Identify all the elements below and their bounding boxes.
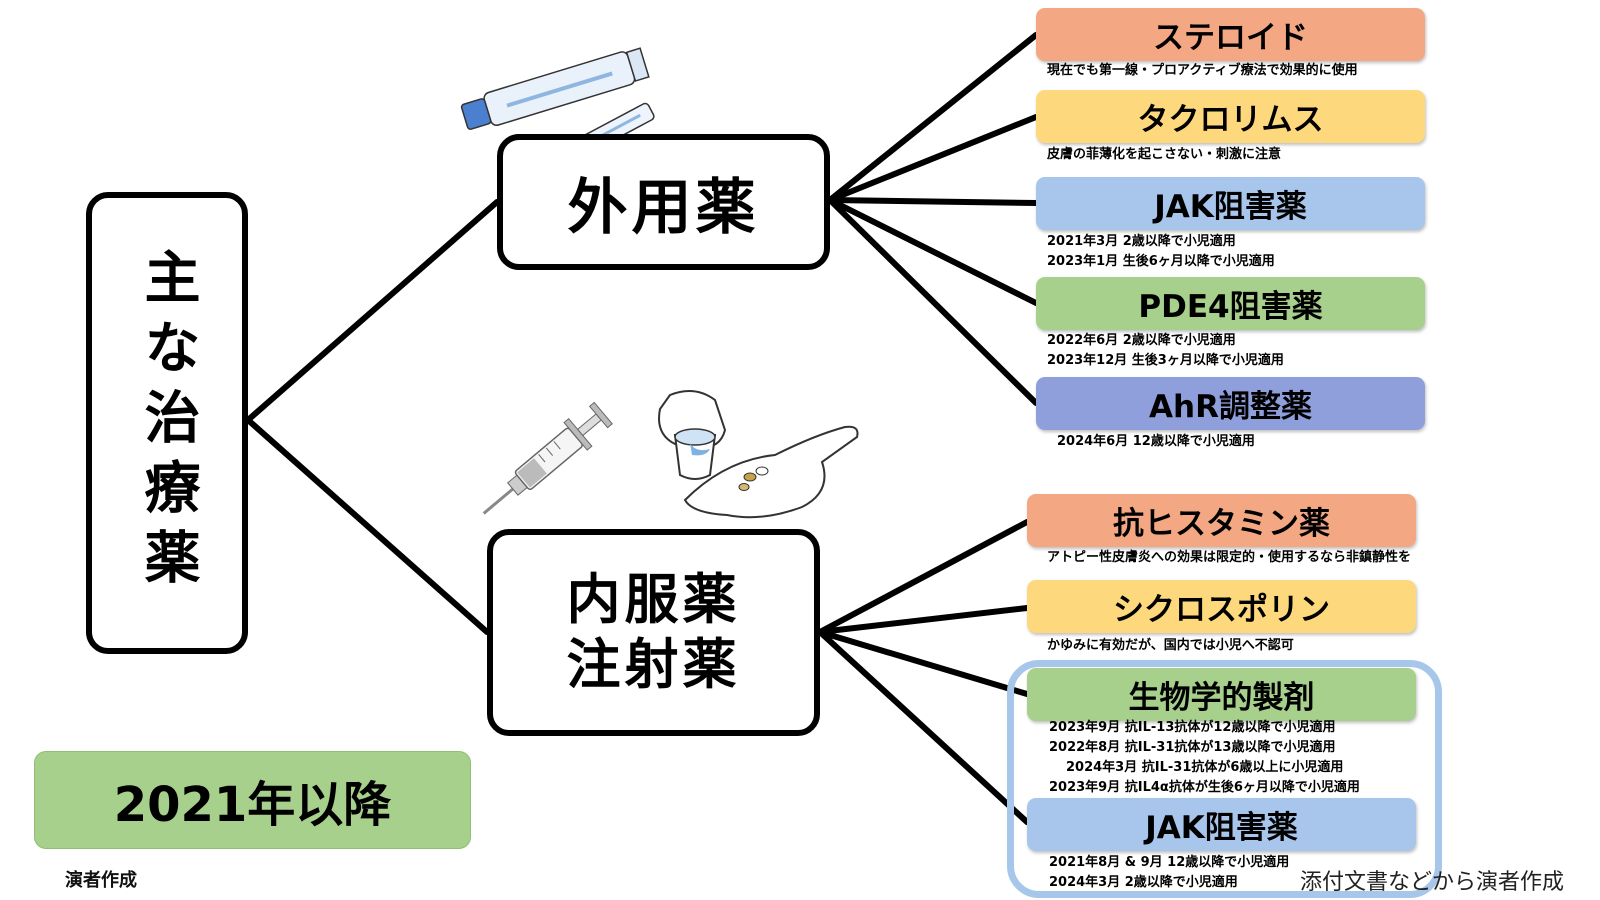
drug-note: 2024年3月 抗IL-31抗体が6歳以上に小児適用 (1066, 760, 1344, 775)
connector-topical-tacrolimus (827, 114, 1039, 203)
connector-topical-pde4 (827, 197, 1039, 306)
drug-note: 2021年3月 2歳以降で小児適用 (1047, 234, 1236, 249)
drug-notes-oral-jak: 2021年8月 & 9月 12歳以降で小児適用 2024年3月 2歳以降で小児適… (1049, 853, 1289, 893)
connector-oral-jak (817, 629, 1030, 825)
oral-drugs-label: 内服薬 (566, 567, 741, 631)
drug-note: 2023年9月 抗IL4α抗体が生後6ヶ月以降で小児適用 (1049, 780, 1360, 795)
drug-name: ステロイド (1153, 20, 1308, 56)
connector-oral-biologic (817, 629, 1030, 697)
connector-topical-ahr (827, 197, 1039, 406)
drug-notes-topical-jak: 2021年3月 2歳以降で小児適用 2023年1月 生後6ヶ月以降で小児適用 (1047, 232, 1275, 272)
connector-topical-jak (827, 197, 1039, 206)
connector-topical-steroid (827, 32, 1039, 203)
drug-note: 2023年9月 抗IL-13抗体が12歳以降で小児適用 (1049, 720, 1336, 735)
root-node-label: 主な治療薬 (135, 248, 200, 598)
drug-name: JAK阻害薬 (1145, 810, 1298, 846)
injectable-drugs-label: 注射薬 (566, 632, 741, 696)
drug-pill-biologic: 生物学的製剤 (1027, 668, 1416, 721)
drug-note: 2023年1月 生後6ヶ月以降で小児適用 (1047, 254, 1275, 269)
connector-oral-antihistamine (817, 519, 1030, 635)
drug-note: 2024年6月 12歳以降で小児適用 (1057, 434, 1255, 449)
drug-pill-pde4: PDE4阻害薬 (1036, 277, 1425, 330)
drug-pill-ahr: AhR調整薬 (1036, 377, 1425, 430)
drug-note: 皮膚の菲薄化を起こさない・刺激に注意 (1047, 147, 1282, 162)
connector-root-topical (245, 199, 500, 423)
drug-pill-oral-jak: JAK阻害薬 (1027, 798, 1416, 851)
oral-injectable-drugs-node: 内服薬 注射薬 (487, 529, 820, 736)
drug-note: 2024年3月 2歳以降で小児適用 (1049, 875, 1238, 890)
drug-notes-ahr: 2024年6月 12歳以降で小児適用 (1057, 432, 1255, 452)
drug-note: 現在でも第一線・プロアクティブ療法で効果的に使用 (1047, 63, 1358, 78)
drug-name: 抗ヒスタミン薬 (1113, 506, 1330, 542)
drug-note: 2023年12月 生後3ヶ月以降で小児適用 (1047, 353, 1284, 368)
drug-notes-cyclosporine: かゆみに有効だが、国内では小児へ不認可 (1047, 636, 1294, 656)
drug-note: アトピー性皮膚炎への効果は限定的・使用するなら非鎮静性を (1047, 550, 1412, 565)
presenter-credit: 演者作成 (65, 870, 137, 891)
drug-pill-cyclosporine: シクロスポリン (1027, 580, 1416, 633)
source-credit: 添付文書などから演者作成 (1300, 870, 1565, 895)
drug-name: シクロスポリン (1113, 592, 1330, 628)
drug-notes-pde4: 2022年6月 2歳以降で小児適用 2023年12月 生後3ヶ月以降で小児適用 (1047, 331, 1284, 371)
drug-name: 生物学的製剤 (1128, 680, 1315, 716)
recent-approvals-highlight-frame (1007, 660, 1442, 898)
topical-drugs-label: 外用薬 (567, 172, 760, 243)
connector-oral-cyclosporine (817, 605, 1030, 635)
drug-name: タクロリムス (1137, 102, 1324, 138)
drug-note: 2022年6月 2歳以降で小児適用 (1047, 333, 1236, 348)
medicine-hands-icon (658, 390, 859, 519)
drug-pill-tacrolimus: タクロリムス (1036, 90, 1425, 143)
drug-name: PDE4阻害薬 (1138, 289, 1323, 325)
connector-root-oral (245, 417, 490, 635)
drug-note: 2021年8月 & 9月 12歳以降で小児適用 (1049, 855, 1290, 870)
root-node-main-treatments: 主な治療薬 (86, 192, 248, 654)
drug-pill-steroid: ステロイド (1036, 8, 1425, 61)
drug-notes-steroid: 現在でも第一線・プロアクティブ療法で効果的に使用 (1047, 61, 1358, 81)
drug-notes-tacrolimus: 皮膚の菲薄化を起こさない・刺激に注意 (1047, 145, 1281, 165)
drug-name: AhR調整薬 (1149, 389, 1312, 425)
drug-pill-topical-jak: JAK阻害薬 (1036, 177, 1425, 230)
drug-note: 2022年8月 抗IL-31抗体が13歳以降で小児適用 (1049, 740, 1336, 755)
since-2021-badge: 2021年以降 (34, 751, 471, 849)
drug-notes-antihistamine: アトピー性皮膚炎への効果は限定的・使用するなら非鎮静性を (1047, 548, 1411, 568)
since-2021-label: 2021年以降 (113, 777, 392, 833)
drug-pill-antihistamine: 抗ヒスタミン薬 (1027, 494, 1416, 547)
drug-notes-biologic: 2023年9月 抗IL-13抗体が12歳以降で小児適用 2022年8月 抗IL-… (1049, 718, 1360, 798)
topical-drugs-node: 外用薬 (497, 134, 830, 270)
drug-note: かゆみに有効だが、国内では小児へ不認可 (1047, 638, 1294, 653)
drug-name: JAK阻害薬 (1154, 189, 1307, 225)
syringe-icon (482, 401, 613, 515)
